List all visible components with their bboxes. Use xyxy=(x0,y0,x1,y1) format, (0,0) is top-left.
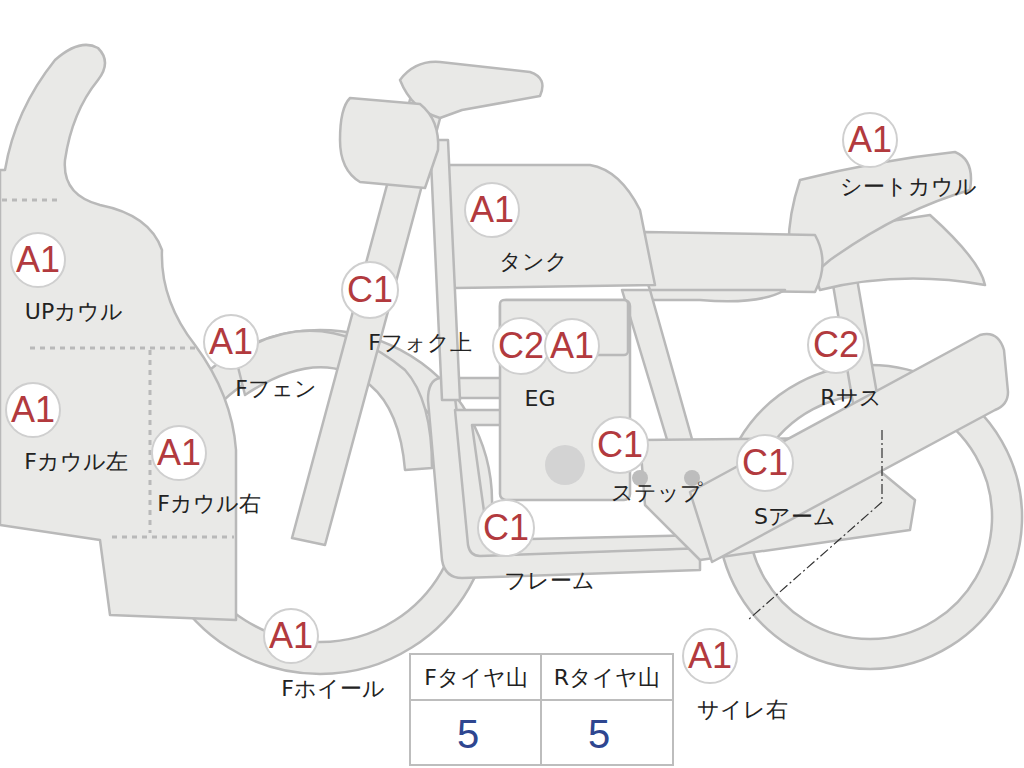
seam-line xyxy=(112,536,234,539)
table-header: Rタイヤ山 xyxy=(554,665,660,690)
engine-cover xyxy=(545,445,585,485)
callout-code: C2 xyxy=(498,328,544,364)
headlight xyxy=(340,98,438,188)
callout-code: C1 xyxy=(742,445,788,481)
callout-code: C1 xyxy=(597,427,643,463)
callout-circle: A1 xyxy=(151,425,207,481)
callout-code: A1 xyxy=(688,638,732,674)
callout-code: C1 xyxy=(483,510,529,546)
callout-circle: C1 xyxy=(591,416,649,474)
callout-code: C1 xyxy=(347,272,393,308)
callout-code: A1 xyxy=(157,435,201,471)
callout-circle: A1 xyxy=(263,608,319,664)
callout-circle: C2 xyxy=(492,317,550,375)
callout-code: A1 xyxy=(269,618,313,654)
callout-circle: A1 xyxy=(682,628,738,684)
part-name: Rサス xyxy=(820,385,881,410)
callout-circle: A1 xyxy=(842,112,898,168)
part-name: タンク xyxy=(499,249,568,274)
callout-circle: A1 xyxy=(5,382,61,438)
tank xyxy=(444,165,655,288)
part-name: Sアーム xyxy=(754,504,836,529)
part-name: Fホイール xyxy=(281,676,385,701)
part-name: EG xyxy=(525,386,556,411)
callout-circle: A1 xyxy=(544,318,600,374)
part-name: サイレ右 xyxy=(697,697,788,722)
table-value: 5 xyxy=(457,711,479,757)
callout-circle: A1 xyxy=(10,232,66,288)
callout-code: A1 xyxy=(16,242,60,278)
part-name: Fカウル左 xyxy=(24,449,128,474)
part-name: UPカウル xyxy=(25,299,123,324)
seam-line xyxy=(2,199,62,202)
table-header: Fタイヤ山 xyxy=(424,665,528,690)
callout-circle: C2 xyxy=(807,316,865,374)
seam-line xyxy=(149,350,152,533)
callout-code: C2 xyxy=(813,327,859,363)
callout-code: A1 xyxy=(848,122,892,158)
table-value: 5 xyxy=(588,711,610,757)
callout-code: A1 xyxy=(550,328,594,364)
seam-line xyxy=(30,347,195,350)
callout-code: A1 xyxy=(11,392,55,428)
tread-table xyxy=(410,654,673,765)
fairing xyxy=(0,45,236,620)
callout-code: A1 xyxy=(470,192,514,228)
callout-circle: C1 xyxy=(341,261,399,319)
part-name: Fフォク上 xyxy=(368,330,472,355)
seat xyxy=(642,232,822,292)
part-name: Fフェン xyxy=(235,376,317,401)
fork-rear xyxy=(430,140,460,400)
part-name: シートカウル xyxy=(840,174,977,199)
callout-circle: A1 xyxy=(464,182,520,238)
seat-lower xyxy=(650,290,785,301)
callout-code: A1 xyxy=(209,324,253,360)
front-fork xyxy=(292,92,445,545)
callout-circle: A1 xyxy=(203,314,259,370)
callout-circle: C1 xyxy=(736,434,794,492)
part-name: Fカウル右 xyxy=(157,491,261,516)
part-name: ステップ xyxy=(611,480,703,505)
callout-circle: C1 xyxy=(477,499,535,557)
part-name: フレーム xyxy=(504,568,595,593)
